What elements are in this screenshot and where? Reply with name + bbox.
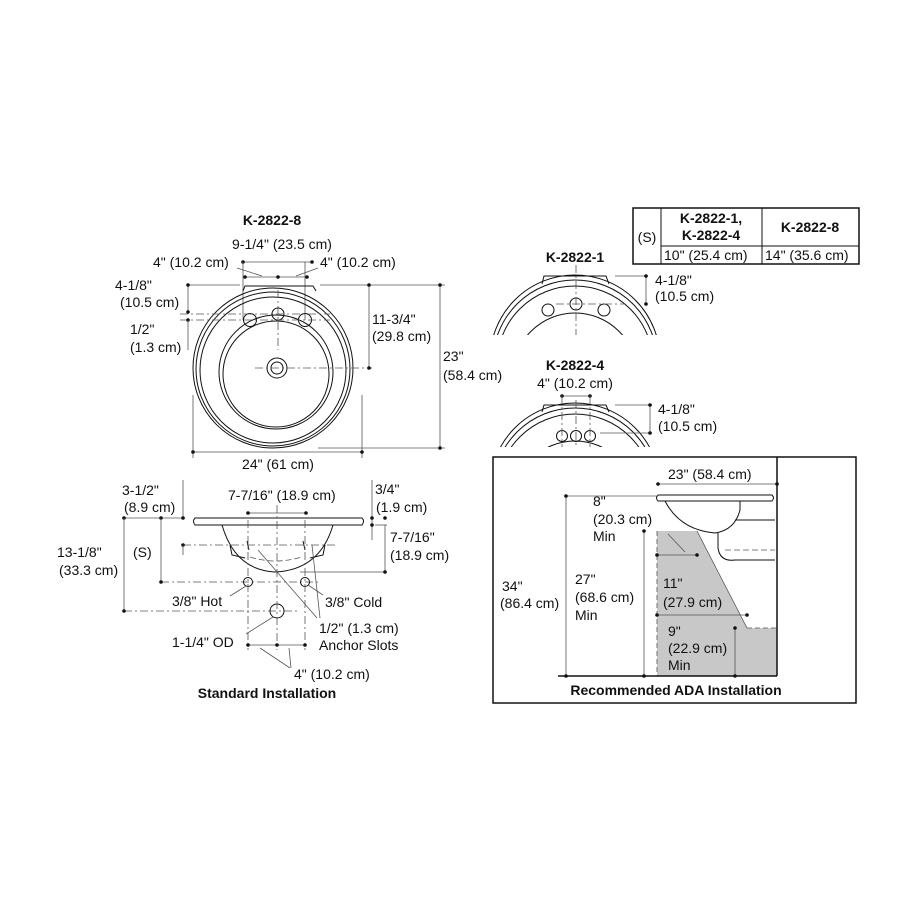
ada-knee-in: 8"	[593, 493, 606, 509]
ada-toe-in: 11"	[663, 575, 683, 591]
std-rim-cm: (1.9 cm)	[376, 499, 427, 515]
std-total-in: 13-1/8"	[57, 544, 102, 560]
k2822-1-dim-in: 4-1/8"	[655, 272, 692, 288]
top-view-title: K-2822-8	[243, 212, 302, 228]
right-spacing-label: 4" (10.2 cm)	[320, 254, 396, 270]
left-spacing-label: 4" (10.2 cm)	[153, 254, 229, 270]
partial-view-k2822-4: K-2822-4 4" (10.2 cm) 4-1/8" (10.5 cm)	[499, 357, 717, 447]
standard-installation-view: 3-1/2" (8.9 cm) 7-7/16" (18.9 cm) 3/4" (…	[57, 480, 449, 701]
std-rim-in: 3/4"	[375, 481, 399, 497]
k2822-4-dim-cm: (10.5 cm)	[658, 418, 717, 434]
ledge-depth-in: 4-1/8"	[115, 277, 152, 293]
partial-view-k2822-1: K-2822-1 4-1/8" (10.5 cm)	[493, 249, 714, 335]
table-header-1a: K-2822-1,	[680, 210, 742, 226]
drain-depth-cm: (29.8 cm)	[372, 328, 431, 344]
std-bowl-cm: (18.9 cm)	[390, 547, 449, 563]
std-d1-in: 3-1/2"	[122, 482, 159, 498]
hole-offset-in: 1/2"	[130, 321, 154, 337]
hole-offset-cm: (1.3 cm)	[130, 339, 181, 355]
ada-knee-cm: (20.3 cm)	[593, 511, 652, 527]
ada-clearance-cm: (68.6 cm)	[575, 589, 634, 605]
ada-toe-height-in: 9"	[668, 623, 681, 639]
standard-installation-title: Standard Installation	[198, 685, 336, 701]
ada-depth: 23" (58.4 cm)	[668, 466, 752, 482]
table-cell-1: 10" (25.4 cm)	[664, 247, 748, 263]
overall-spread-label: 9-1/4" (23.5 cm)	[232, 236, 332, 252]
k2822-1-title: K-2822-1	[546, 249, 605, 265]
ada-toe-cm: (27.9 cm)	[663, 594, 722, 610]
ada-clearance-in: 27"	[575, 571, 596, 587]
std-cold: 3/8" Cold	[325, 594, 382, 610]
std-total-cm: (33.3 cm)	[59, 562, 118, 578]
std-slots-1: 1/2" (1.3 cm)	[319, 620, 399, 636]
std-od: 1-1/4" OD	[172, 634, 234, 650]
std-bowl-in: 7-7/16"	[390, 529, 435, 545]
k2822-4-title: K-2822-4	[546, 357, 605, 373]
std-hot: 3/8" Hot	[172, 593, 222, 609]
ada-clearance-min: Min	[575, 607, 598, 623]
std-slots-2: Anchor Slots	[319, 637, 398, 653]
depth-in: 23"	[443, 348, 464, 364]
knee-clearance-area	[657, 531, 777, 676]
k2822-1-dim-cm: (10.5 cm)	[655, 288, 714, 304]
table-header-2: K-2822-8	[781, 219, 840, 235]
table-header-1b: K-2822-4	[682, 227, 741, 243]
top-view-k2822-8: K-2822-8 9-1/4" (23.5 cm) 4" (10.2 cm) 4…	[115, 212, 502, 472]
ledge-depth-cm: (10.5 cm)	[120, 294, 179, 310]
k2822-4-dim-in: 4-1/8"	[658, 401, 695, 417]
depth-cm: (58.4 cm)	[443, 367, 502, 383]
width-label: 24" (61 cm)	[242, 456, 314, 472]
table-row-label: (S)	[638, 229, 657, 245]
ada-height-cm: (86.4 cm)	[500, 595, 559, 611]
table-cell-2: 14" (35.6 cm)	[765, 247, 849, 263]
ada-height-in: 34"	[502, 578, 523, 594]
std-spread: 7-7/16" (18.9 cm)	[228, 487, 336, 503]
ada-installation-title: Recommended ADA Installation	[570, 682, 781, 698]
ada-installation-view: 23" (58.4 cm) 34" (86.4 cm) 8" (20.3 cm)…	[492, 456, 857, 704]
std-d1-cm: (8.9 cm)	[124, 499, 175, 515]
drain-depth-in: 11-3/4"	[372, 311, 416, 327]
ada-toe-height-min: Min	[668, 657, 691, 673]
std-s: (S)	[133, 544, 152, 560]
k2822-4-spacing: 4" (10.2 cm)	[537, 375, 613, 391]
std-spacing: 4" (10.2 cm)	[294, 666, 370, 682]
ada-knee-min: Min	[593, 528, 616, 544]
ada-toe-height-cm: (22.9 cm)	[668, 640, 727, 656]
s-dimension-table: (S) K-2822-1, K-2822-4 K-2822-8 10" (25.…	[632, 207, 860, 265]
